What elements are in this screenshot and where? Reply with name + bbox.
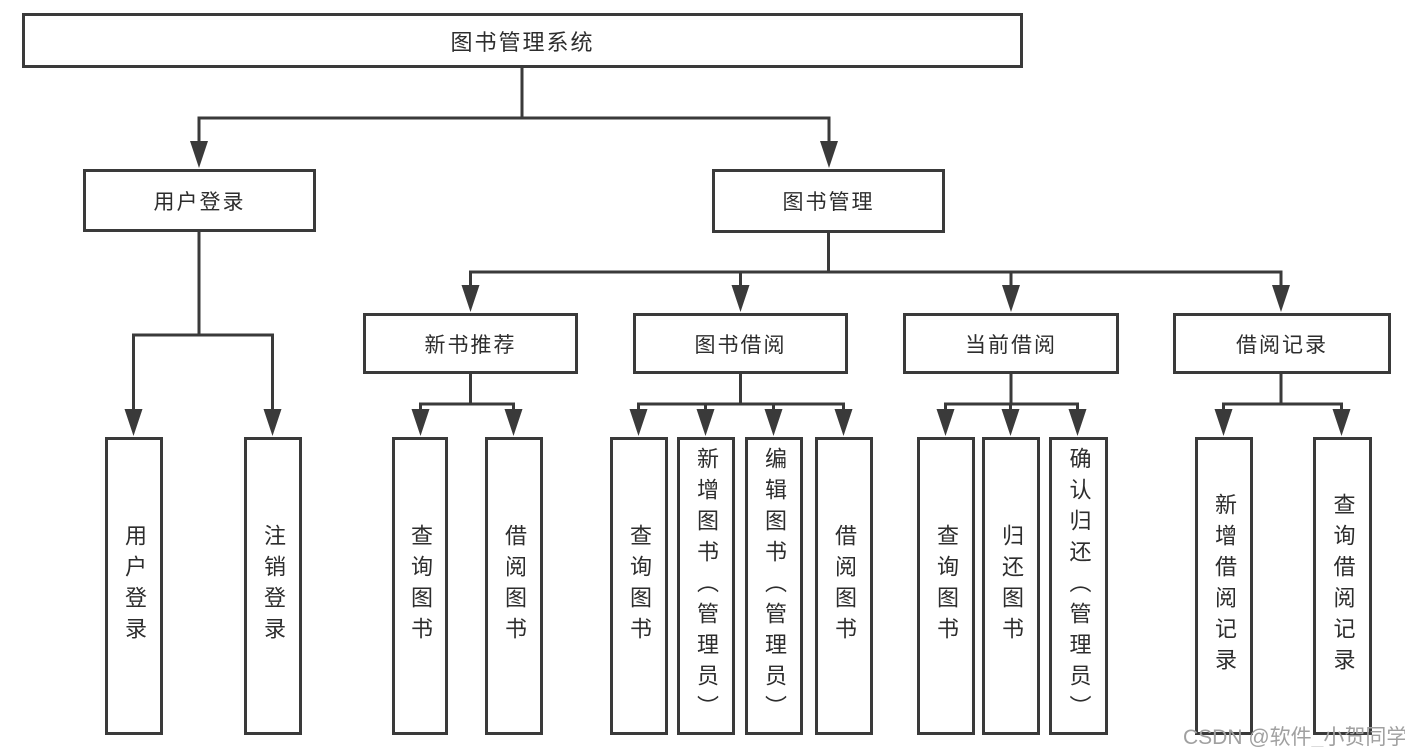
node-user-login-group: 用户登录: [83, 169, 316, 232]
leaf-bb-query-books: 查询图书: [610, 437, 668, 735]
leaf-bb-edit-books-admin: 编辑图书（管理员）: [745, 437, 803, 735]
node-library-system: 图书管理系统: [22, 13, 1023, 68]
leaf-nb-query-books: 查询图书: [392, 437, 448, 735]
leaf-bb-borrow-books-label: 借阅图书: [832, 524, 857, 648]
leaf-bb-add-books-admin: 新增图书（管理员）: [677, 437, 735, 735]
leaf-bb-query-books-label: 查询图书: [627, 524, 652, 648]
leaf-br-query-record-label: 查询借阅记录: [1330, 493, 1356, 679]
leaf-nb-borrow-books-label: 借阅图书: [502, 524, 527, 648]
node-new-book-recommend: 新书推荐: [363, 313, 578, 374]
leaf-br-add-record-label: 新增借阅记录: [1212, 493, 1237, 679]
leaf-logout: 注销登录: [244, 437, 302, 735]
leaf-user-login: 用户登录: [105, 437, 163, 735]
leaf-nb-borrow-books: 借阅图书: [485, 437, 543, 735]
leaf-bb-add-books-admin-label: 新增图书（管理员）: [694, 446, 719, 726]
leaf-cb-confirm-return-admin: 确认归还（管理员）: [1049, 437, 1108, 735]
node-current-borrowing: 当前借阅: [903, 313, 1119, 374]
leaf-bb-edit-books-admin-label: 编辑图书（管理员）: [762, 446, 787, 726]
leaf-cb-query-books: 查询图书: [917, 437, 975, 735]
node-book-management: 图书管理: [712, 169, 945, 233]
leaf-user-login-label: 用户登录: [122, 524, 147, 648]
node-book-borrowing: 图书借阅: [633, 313, 848, 374]
leaf-br-query-record: 查询借阅记录: [1313, 437, 1372, 735]
leaf-nb-query-books-label: 查询图书: [408, 524, 433, 648]
leaf-br-add-record: 新增借阅记录: [1195, 437, 1253, 735]
leaf-cb-query-books-label: 查询图书: [934, 524, 959, 648]
csdn-watermark: CSDN @软件_小贺同学: [1183, 726, 1405, 747]
leaf-cb-return-books-label: 归还图书: [999, 524, 1024, 648]
leaf-cb-confirm-return-admin-label: 确认归还（管理员）: [1066, 446, 1092, 726]
leaf-bb-borrow-books: 借阅图书: [815, 437, 873, 735]
leaf-logout-label: 注销登录: [261, 524, 286, 648]
node-borrowing-records: 借阅记录: [1173, 313, 1391, 374]
leaf-cb-return-books: 归还图书: [982, 437, 1040, 735]
